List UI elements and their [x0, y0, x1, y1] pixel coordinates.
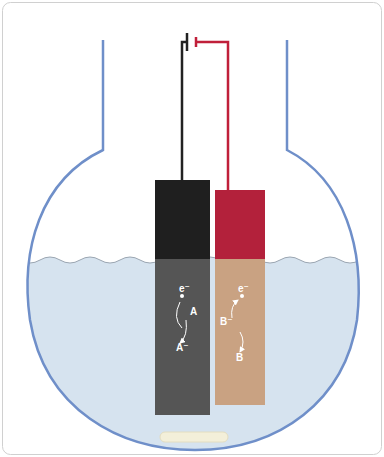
battery-negative: [186, 33, 189, 51]
anode-dry: [215, 190, 265, 260]
species-label: B: [236, 352, 243, 364]
red-wire: [197, 42, 228, 192]
ion-label: A⁻: [176, 342, 189, 354]
electron-label: e⁻: [179, 283, 190, 295]
black-wire: [182, 42, 186, 182]
flask-outline: [28, 40, 359, 450]
electron-label: e⁻: [238, 283, 249, 295]
reaction-arrow: [176, 302, 182, 328]
anode-wet: [215, 259, 265, 405]
ion-label: B⁻: [220, 316, 233, 328]
reaction-arrow: [232, 300, 238, 318]
stir-bar: [160, 432, 228, 442]
electrolyte: [0, 257, 384, 457]
cathode-wet: [155, 259, 210, 415]
reaction-arrow: [240, 332, 243, 352]
battery-positive: [195, 37, 198, 47]
cathode-dry: [155, 180, 210, 260]
species-label: A: [190, 306, 197, 318]
reaction-arrow: [180, 320, 186, 343]
